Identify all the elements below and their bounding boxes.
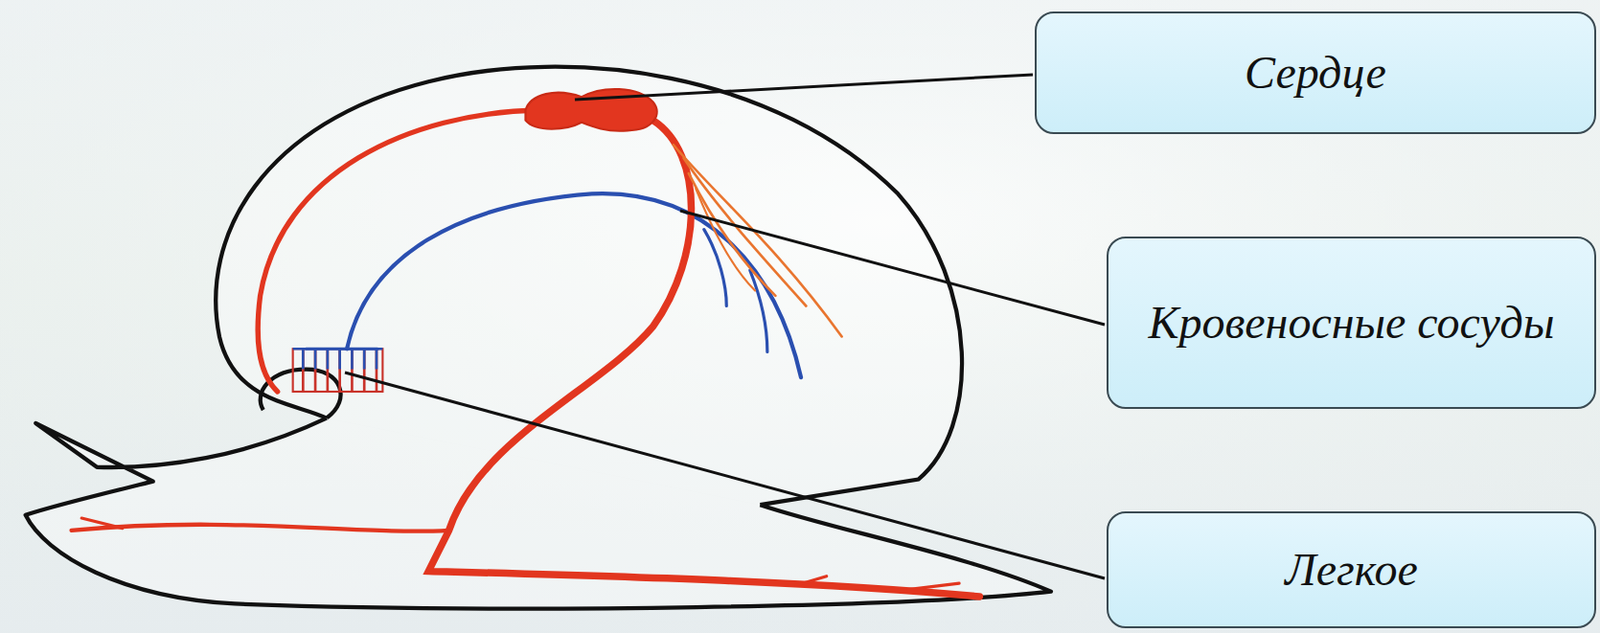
leader-lines bbox=[344, 74, 1105, 579]
part-label: Легкое bbox=[1284, 540, 1418, 600]
lung bbox=[293, 348, 384, 392]
part-label: Сердце bbox=[1244, 43, 1387, 103]
body-outline bbox=[25, 418, 1052, 610]
heart-leader bbox=[574, 74, 1033, 100]
lung-leader bbox=[344, 372, 1105, 579]
label-box: Сердце bbox=[1034, 11, 1597, 135]
label-box: Легкое bbox=[1106, 511, 1597, 629]
vessel-leader bbox=[680, 210, 1105, 325]
label-box: Кровеносные сосуды bbox=[1106, 236, 1597, 410]
blue-vessel bbox=[306, 193, 802, 378]
part-label: Кровеносные сосуды bbox=[1148, 293, 1555, 353]
snail-drawing bbox=[25, 67, 1052, 610]
red-vessels bbox=[71, 110, 981, 597]
